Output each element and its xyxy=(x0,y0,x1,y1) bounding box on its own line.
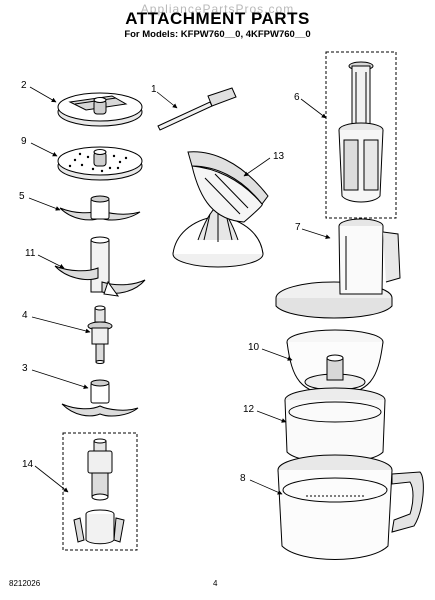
part-7-work-bowl-cover xyxy=(275,218,401,319)
callout-10: 10 xyxy=(248,342,260,353)
page-title: ATTACHMENT PARTS xyxy=(125,9,310,28)
callout-7: 7 xyxy=(295,222,301,233)
part-3-small-blade xyxy=(61,379,139,417)
callouts xyxy=(28,86,331,495)
models-subtitle: For Models: KFPW760__0, 4KFPW760__0 xyxy=(124,29,311,40)
callout-6: 6 xyxy=(294,92,300,103)
document-number: 8212026 xyxy=(9,579,41,588)
part-14-kit xyxy=(62,432,138,551)
part-5-mini-blade xyxy=(59,195,141,221)
part-8-work-bowl xyxy=(277,454,424,560)
part-2-slicing-disc xyxy=(57,92,143,127)
part-4-drive-adapter xyxy=(87,305,113,364)
callout-3: 3 xyxy=(22,363,28,374)
callout-4: 4 xyxy=(22,310,28,321)
callout-2: 2 xyxy=(21,80,27,91)
callout-14: 14 xyxy=(22,459,34,470)
part-10-disc-bowl xyxy=(286,329,384,397)
callout-13: 13 xyxy=(273,151,285,162)
callout-11: 11 xyxy=(25,248,36,259)
part-6-food-pusher xyxy=(325,51,397,219)
watermark: AppliancePartsPros.com xyxy=(140,2,295,16)
part-1-spatula xyxy=(157,87,237,131)
page-number: 4 xyxy=(213,579,218,588)
callout-9: 9 xyxy=(21,136,27,147)
callout-1: 1 xyxy=(151,84,157,95)
callout-5: 5 xyxy=(19,191,25,202)
callout-12: 12 xyxy=(243,404,255,415)
part-11-blade-shaft xyxy=(54,236,146,297)
part-12-mini-bowl xyxy=(284,387,386,463)
callout-8: 8 xyxy=(240,473,246,484)
part-9-shredding-disc xyxy=(57,146,143,181)
part-13-citrus-press xyxy=(172,151,269,268)
